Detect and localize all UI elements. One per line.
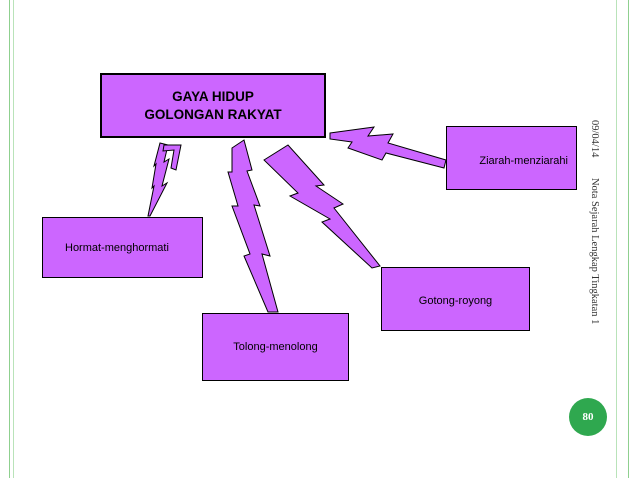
node-hormat-label: Hormat-menghormati xyxy=(65,241,169,254)
node-tolong: Tolong-menolong xyxy=(202,313,349,381)
slide-frame xyxy=(9,0,629,478)
slide-date: 09/04/14 xyxy=(589,120,600,158)
bolt-hormat xyxy=(147,142,170,217)
node-ziarah-label: Ziarah-menziarahi xyxy=(479,155,568,167)
node-gotong: Gotong-royong xyxy=(381,267,530,331)
slide-footer-vertical: 09/04/14 Nota Sejarah Lengkap Tingkatan … xyxy=(588,120,608,330)
page-number-badge: 80 xyxy=(569,398,607,436)
main-topic-box: GAYA HIDUP GOLONGAN RAKYAT xyxy=(100,73,326,138)
node-gotong-label: Gotong-royong xyxy=(418,295,493,307)
slide-frame-inner xyxy=(13,0,617,478)
bolt-gotong xyxy=(263,144,381,269)
node-hormat: Hormat-menghormati xyxy=(42,217,203,278)
bolt-ziarah xyxy=(329,126,447,169)
bolt-hormat-top xyxy=(162,144,182,171)
page-number: 80 xyxy=(582,411,594,423)
node-ziarah: Ziarah-menziarahi xyxy=(446,126,577,190)
node-tolong-label: Tolong-menolong xyxy=(233,341,318,353)
main-topic-line1: GAYA HIDUP xyxy=(172,88,254,104)
main-topic-line2: GOLONGAN RAKYAT xyxy=(144,106,282,122)
slide-footer-text: Nota Sejarah Lengkap Tingkatan 1 xyxy=(589,177,600,325)
bolt-tolong xyxy=(227,139,279,313)
